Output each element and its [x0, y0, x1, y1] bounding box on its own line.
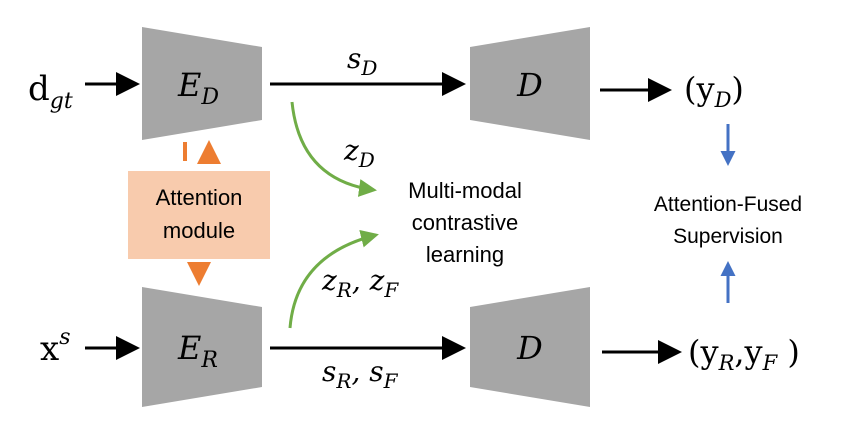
code-top-label: sD: [347, 42, 377, 80]
contrastive-label-2: contrastive: [412, 210, 518, 235]
output-bottom-label: (yR,yF ): [688, 333, 800, 375]
decoder-bottom-label: D: [516, 329, 543, 367]
contrastive-label-3: learning: [426, 242, 504, 267]
encoder-top-shape: [142, 27, 262, 140]
latent-bottom-label: zR, zF: [321, 264, 399, 302]
output-top-label: (yD): [684, 70, 744, 112]
contrastive-arrow-top: [290, 101, 377, 197]
supervision-label-1: Attention-Fused: [654, 193, 802, 216]
attention-module-label-2: module: [163, 218, 235, 243]
input-top-label: dgt: [28, 69, 73, 114]
code-bottom-label: sR, sF: [322, 355, 399, 393]
contrastive-label-1: Multi-modal: [408, 178, 522, 203]
encoder-bottom-shape: [142, 287, 262, 407]
decoder-top-shape: [470, 27, 590, 140]
encoder-bottom-label: ER: [177, 329, 218, 373]
attention-module-label-1: Attention: [156, 185, 243, 210]
contrastive-arrow-bottom: [288, 229, 379, 329]
supervision-label-2: Supervision: [673, 225, 783, 248]
latent-top-label: zD: [343, 134, 375, 172]
decoder-bottom-shape: [470, 287, 590, 407]
encoder-top-label: ED: [177, 66, 219, 110]
input-bottom-label: xs: [40, 325, 70, 369]
attention-module-box: [128, 171, 270, 259]
decoder-top-label: D: [516, 66, 543, 104]
